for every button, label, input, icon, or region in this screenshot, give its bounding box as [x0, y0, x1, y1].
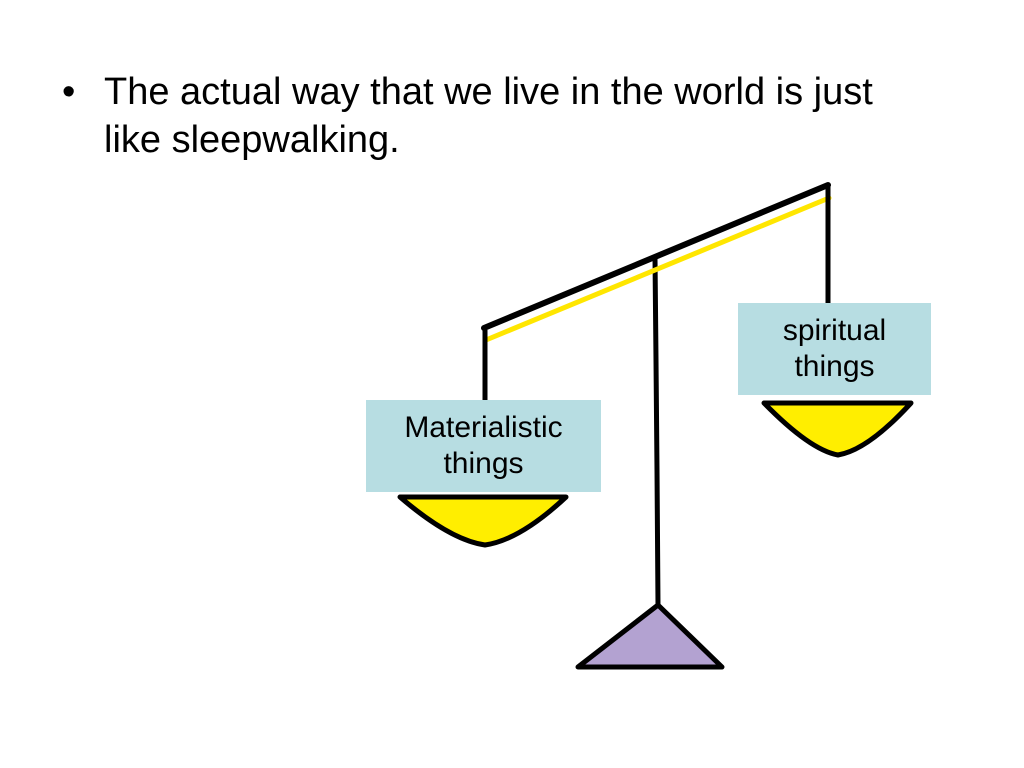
materialistic-things-label: Materialistic things [366, 400, 601, 492]
spiritual-things-label: spiritual things [738, 303, 931, 395]
bullet-item: • The actual way that we live in the wor… [60, 68, 940, 164]
bullet-marker: • [62, 71, 76, 113]
right-pan [761, 400, 914, 458]
bullet-text: The actual way that we live in the world… [104, 71, 873, 161]
left-label-line-2: things [443, 447, 524, 480]
scale-post [652, 255, 661, 608]
right-label-line-2: things [794, 350, 875, 383]
scale-beam [481, 182, 831, 331]
right-label-line-1: spiritual [782, 314, 887, 347]
left-pan [397, 494, 569, 548]
bullet-list: • The actual way that we live in the wor… [60, 68, 940, 164]
scale-beam-highlight [483, 195, 832, 343]
left-label-line-1: Materialistic [404, 411, 563, 444]
scale-base [575, 602, 725, 670]
